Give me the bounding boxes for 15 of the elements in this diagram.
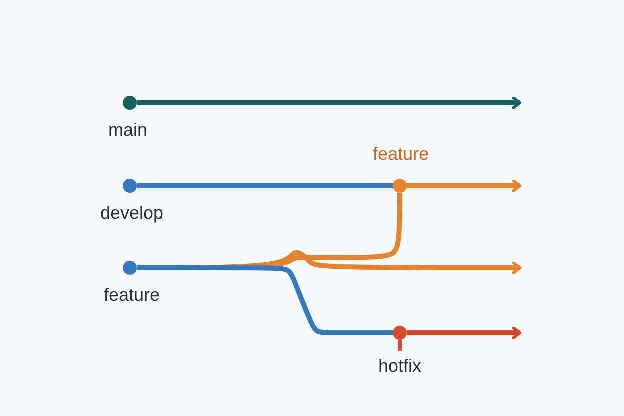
- commit-dot: [393, 326, 407, 340]
- branch-label: main: [108, 120, 148, 141]
- branch-arrow: [407, 179, 522, 193]
- branch-label: feature: [104, 285, 160, 306]
- branch-label: hotfix: [378, 356, 422, 377]
- branch-line: [137, 266, 393, 336]
- branch-arrow: [137, 96, 522, 110]
- commit-dot: [123, 179, 137, 193]
- commit-dot: [123, 96, 137, 110]
- commit-dot: [393, 179, 407, 193]
- branch-line: [137, 184, 393, 188]
- branch-arrow: [407, 326, 522, 340]
- branch-label: feature: [372, 144, 430, 165]
- commit-dot: [123, 261, 137, 275]
- branch-label: develop: [100, 203, 164, 224]
